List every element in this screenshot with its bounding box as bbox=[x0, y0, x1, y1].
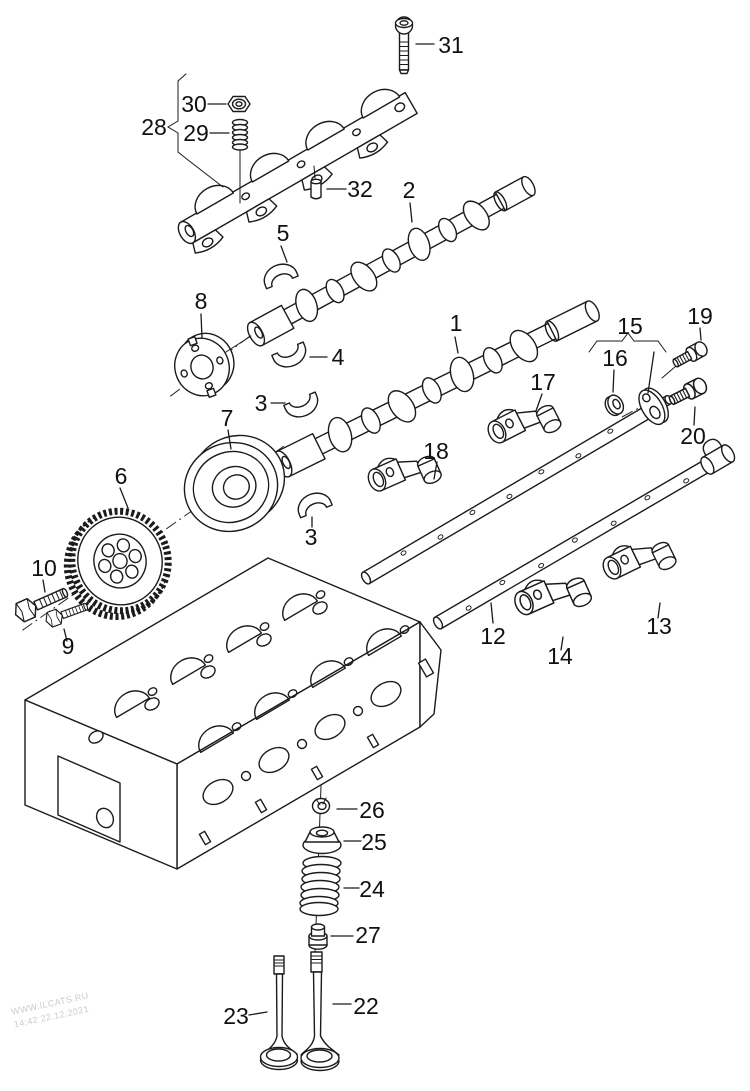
callout-8: 8 bbox=[195, 288, 208, 314]
callout-29: 29 bbox=[183, 120, 209, 146]
callout-17: 17 bbox=[530, 369, 556, 395]
pulley-hub bbox=[183, 434, 286, 533]
shaft-bolt-19 bbox=[672, 341, 708, 368]
callout-14: 14 bbox=[547, 643, 573, 669]
bearing-shell-3b bbox=[297, 492, 333, 519]
callout-labels: 1 2 3 3 4 5 6 7 8 9 10 12 13 14 15 16 17… bbox=[31, 32, 713, 1029]
rocker-arm-17 bbox=[487, 404, 562, 444]
ladder-bolt bbox=[394, 16, 414, 75]
bearing-saddles-front bbox=[198, 625, 410, 754]
callout-7: 7 bbox=[221, 405, 234, 431]
callout-6: 6 bbox=[115, 463, 128, 489]
callout-4: 4 bbox=[332, 344, 345, 370]
callout-22: 22 bbox=[353, 993, 379, 1019]
callout-27: 27 bbox=[355, 922, 381, 948]
shaft-washer bbox=[604, 394, 625, 417]
bearing-ladder bbox=[177, 88, 418, 254]
bearing-shell-3a bbox=[283, 391, 319, 418]
callout-2: 2 bbox=[403, 177, 416, 203]
callout-3: 3 bbox=[255, 390, 268, 416]
callout-1: 1 bbox=[450, 310, 463, 336]
callout-24: 24 bbox=[359, 876, 385, 902]
bearing-saddles-back bbox=[114, 590, 326, 719]
rocker-shaft-lower bbox=[432, 438, 736, 630]
callout-12: 12 bbox=[480, 623, 506, 649]
valve-stem-seal bbox=[308, 923, 328, 950]
gear-bolt-9 bbox=[45, 602, 89, 628]
callout-9: 9 bbox=[62, 633, 75, 659]
callout-28: 28 bbox=[141, 114, 167, 140]
gear-bolt-10 bbox=[14, 587, 69, 623]
cylinder-head bbox=[24, 557, 442, 870]
camshaft-1 bbox=[273, 300, 600, 478]
callout-19: 19 bbox=[687, 303, 713, 329]
valve-keepers bbox=[311, 797, 331, 815]
callout-32: 32 bbox=[347, 176, 373, 202]
ladder-nut bbox=[227, 95, 251, 113]
rocker-arm-14 bbox=[514, 577, 593, 616]
callout-15: 15 bbox=[617, 313, 643, 339]
callout-16: 16 bbox=[602, 345, 628, 371]
timing-gear bbox=[63, 507, 172, 620]
ladder-pin bbox=[310, 178, 322, 200]
callout-5: 5 bbox=[277, 220, 290, 246]
callout-18: 18 bbox=[423, 438, 449, 464]
callout-31: 31 bbox=[438, 32, 464, 58]
callout-30: 30 bbox=[181, 91, 207, 117]
spring-retainer bbox=[302, 826, 342, 855]
camshaft-flange bbox=[174, 332, 235, 399]
callout-13: 13 bbox=[646, 613, 672, 639]
callout-10: 10 bbox=[31, 555, 57, 581]
valve-stack bbox=[299, 785, 342, 954]
rocker-shaft-upper bbox=[360, 387, 673, 585]
ladder-spring bbox=[231, 118, 249, 151]
valve-spring bbox=[299, 855, 342, 917]
callout-20: 20 bbox=[680, 423, 706, 449]
camshaft-2 bbox=[246, 175, 536, 347]
valve-22 bbox=[300, 951, 340, 1072]
shaft-bolt-20 bbox=[668, 377, 708, 406]
callout-3b: 3 bbox=[305, 524, 318, 550]
rocker-arm-13 bbox=[602, 541, 677, 580]
callout-26: 26 bbox=[359, 797, 385, 823]
callout-23: 23 bbox=[223, 1003, 249, 1029]
head-ports bbox=[198, 680, 402, 846]
callout-25: 25 bbox=[361, 829, 387, 855]
bearing-shell-5 bbox=[263, 263, 299, 290]
bearing-shell-4 bbox=[271, 341, 307, 368]
valve-23 bbox=[259, 955, 299, 1071]
head-bolt-holes bbox=[88, 601, 328, 744]
callout-leaders bbox=[42, 43, 702, 1016]
